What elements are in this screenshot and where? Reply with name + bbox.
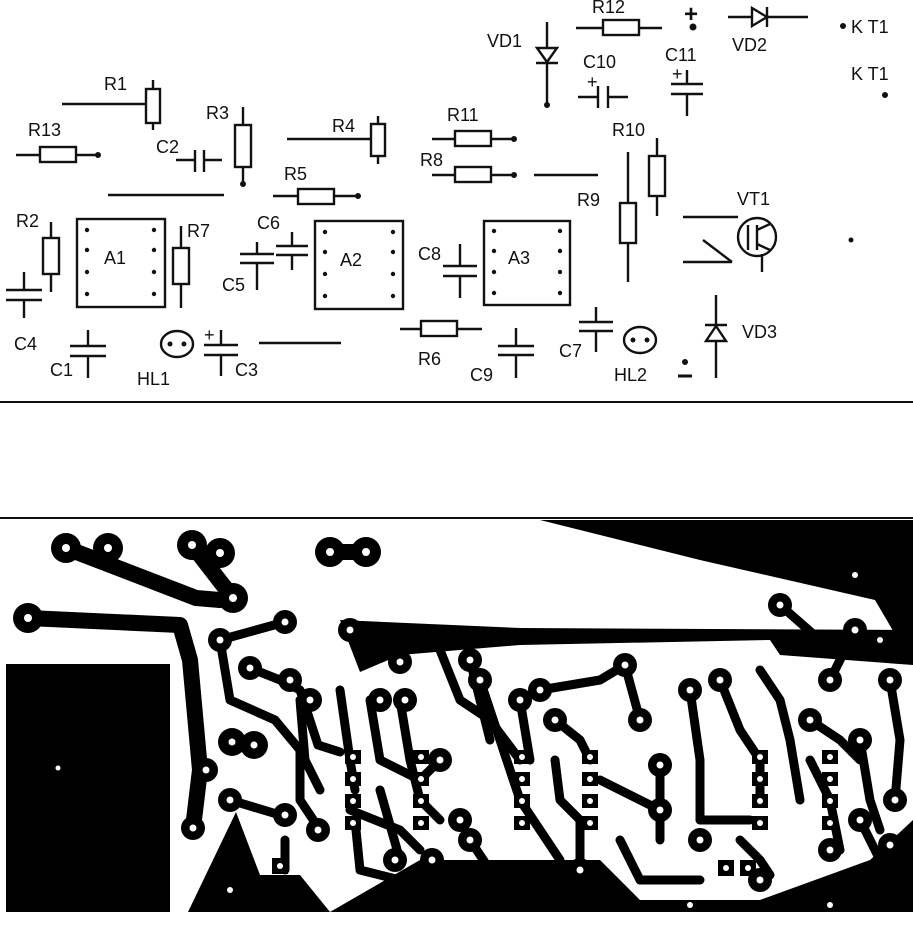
svg-text:+: + [672,64,683,84]
resistor-r2: R2 [16,211,61,292]
label-c5: C5 [222,275,245,295]
copper-traces [6,520,913,912]
plus-terminal: + [684,1,698,31]
capacitor-c5: C5 [222,242,274,295]
label-r11: R11 [447,105,479,125]
ground-plane-bottom-wide [330,820,913,912]
ic-a1: A1 [75,217,167,309]
resistor-r12: R12 [576,0,662,37]
capacitor-c7: C7 [559,307,613,361]
label-r5: R5 [284,164,307,184]
label-vd2: VD2 [732,35,767,55]
diode-vd1: VD1 [487,22,560,108]
capacitor-c11: + C11 [665,45,703,116]
label-r9: R9 [577,190,600,210]
label-r4: R4 [332,116,355,136]
capacitor-c4: C4 [6,272,42,354]
svg-text:+: + [684,1,698,28]
ground-plane-bottom [188,812,330,912]
svg-text:+: + [587,72,598,92]
label-r3: R3 [206,103,229,123]
minus-terminal [678,359,692,378]
label-a2: A2 [340,250,362,270]
resistor-r3: R3 [206,103,253,187]
ground-bus [340,620,913,672]
label-c9: C9 [470,365,493,385]
label-r2: R2 [16,211,39,231]
diode-vd2: VD2 [728,5,808,55]
capacitor-c3: + C3 [204,325,258,380]
resistor-r9: R9 [577,152,638,282]
label-c4: C4 [14,334,37,354]
resistor-r11: R11 [432,105,517,148]
label-vt1: VT1 [737,189,770,209]
label-r1: R1 [104,74,127,94]
label-a3: A3 [508,248,530,268]
ground-plane-top-right [540,520,913,665]
label-c11: C11 [665,45,697,65]
label-hl2: HL2 [614,365,647,385]
resistor-r13: R13 [16,120,101,164]
svg-text:+: + [204,325,215,345]
label-r13: R13 [28,120,61,140]
led-hl2: HL2 [614,325,658,385]
label-hl1: HL1 [137,369,170,389]
resistor-r1: R1 [62,74,162,130]
label-c2: C2 [156,137,179,157]
label-c3: C3 [235,360,258,380]
label-vd3: VD3 [742,322,777,342]
capacitor-c10: + C10 [578,52,628,108]
label-vd1: VD1 [487,31,522,51]
label-r7: R7 [187,221,210,241]
label-r10: R10 [612,120,645,140]
capacitor-c2: C2 [156,137,222,172]
ic-a2: A2 [313,219,405,311]
capacitor-c8: C8 [418,244,477,298]
resistor-r8: R8 [420,150,517,184]
resistor-r7: R7 [171,221,210,308]
capacitor-c9: C9 [470,328,534,385]
label-a1: A1 [104,248,126,268]
component-layout: R1 R13 C2 R3 [6,0,889,389]
label-c10: C10 [583,52,616,72]
label-c8: C8 [418,244,441,264]
led-hl1: HL1 [137,329,195,389]
resistor-r10: R10 [612,120,667,216]
label-c6: C6 [257,213,280,233]
label-r8: R8 [420,150,443,170]
resistor-r4: R4 [287,116,387,164]
label-kt1-a: K T1 [851,17,889,37]
label-c1: C1 [50,360,73,380]
resistor-r6: R6 [400,319,482,369]
ground-plane-left [6,664,170,912]
label-c7: C7 [559,341,582,361]
label-r6: R6 [418,349,441,369]
capacitor-c1: C1 [50,330,106,380]
ic-a3: A3 [482,219,572,307]
label-r12: R12 [592,0,625,17]
thermocouple-terminal: K T1 K T1 [840,17,889,98]
label-kt1-b: K T1 [851,64,889,84]
capacitor-c6: C6 [257,213,308,270]
transistor-vt1: VT1 [683,189,778,272]
resistor-r5: R5 [273,164,361,206]
diode-vd3: VD3 [703,295,777,378]
